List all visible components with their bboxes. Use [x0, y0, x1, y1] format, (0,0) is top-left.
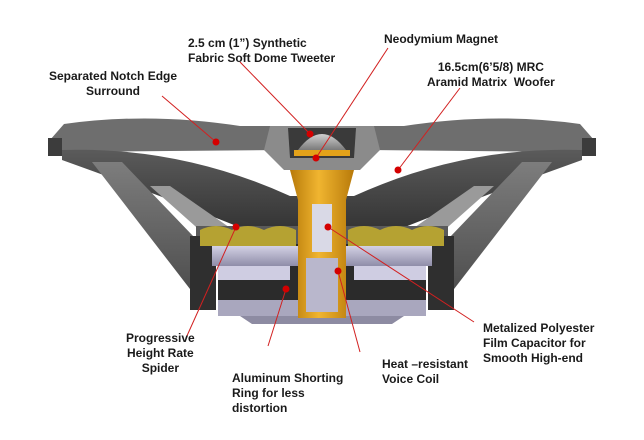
- label-voice-coil: Heat –resistant Voice Coil: [382, 357, 469, 386]
- label-shorting-ring: Aluminum Shorting Ring for less distorti…: [232, 371, 344, 415]
- voice-coil-bore: [312, 204, 332, 252]
- marker-dot-capacitor: [324, 223, 332, 231]
- frame-rim: [48, 118, 596, 156]
- marker-dot-shorting-ring: [282, 285, 290, 293]
- marker-dot-tweeter: [306, 130, 314, 138]
- leader-line-magnet: [315, 47, 389, 159]
- marker-dot-spider: [232, 223, 240, 231]
- marker-dot-woofer: [394, 166, 402, 174]
- label-tweeter: 2.5 cm (1”) Synthetic Fabric Soft Dome T…: [188, 36, 336, 65]
- label-capacitor: Metalized Polyester Film Capacitor for S…: [483, 321, 595, 365]
- leader-line-voice-coil: [337, 270, 361, 353]
- label-spider: Progressive Height Rate Spider: [126, 331, 195, 375]
- leader-line-woofer: [397, 87, 461, 171]
- leader-lines: [161, 47, 475, 353]
- marker-dot-magnet: [312, 154, 320, 162]
- label-magnet: Neodymium Magnet: [384, 32, 499, 46]
- leader-line-shorting-ring: [267, 288, 287, 347]
- leader-line-tweeter: [239, 61, 311, 135]
- leader-line-capacitor: [327, 226, 475, 323]
- label-woofer: 16.5cm(6’5/8) MRC Aramid Matrix Woofer: [427, 60, 555, 89]
- marker-dot-voice-coil: [334, 267, 342, 275]
- leader-line-surround: [161, 95, 217, 143]
- marker-dot-surround: [212, 138, 220, 146]
- spider-part: [200, 226, 444, 246]
- tweeter-housing: [264, 126, 380, 170]
- leader-line-spider: [185, 226, 237, 339]
- label-surround: Separated Notch Edge Surround: [49, 69, 178, 98]
